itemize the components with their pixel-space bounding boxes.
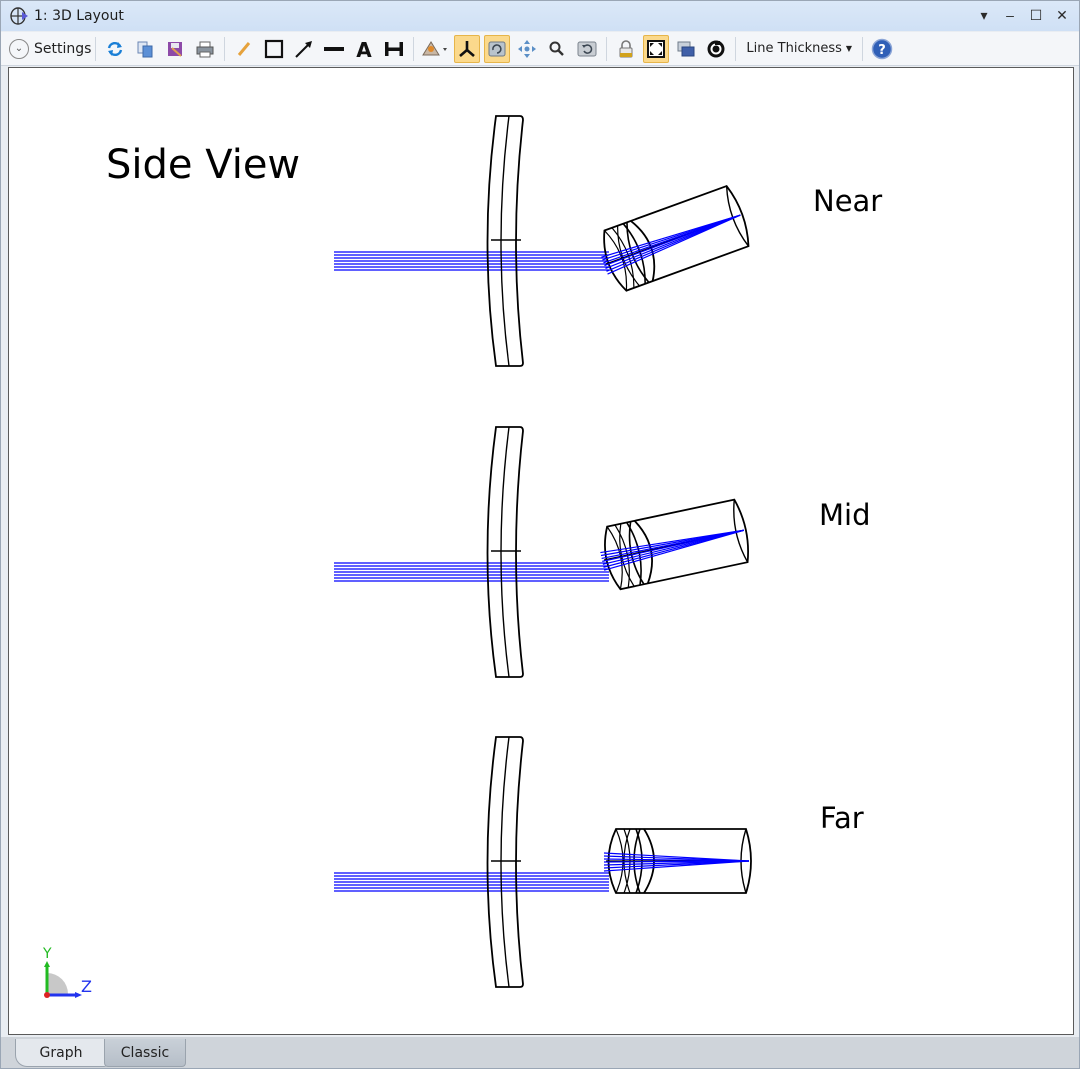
toolbar-separator (224, 36, 226, 61)
close-icon[interactable]: ✕ (1056, 6, 1068, 23)
reset-view-icon (577, 41, 597, 56)
z-axis-label: Z (81, 977, 92, 996)
view-label: Side View (106, 142, 301, 188)
rectangle-icon (265, 39, 284, 58)
svg-text:?: ? (878, 43, 886, 58)
config-label-near: Near (813, 184, 883, 218)
save-button[interactable] (162, 35, 188, 63)
svg-text:A: A (357, 39, 373, 59)
refresh-icon (108, 41, 123, 56)
pan-button[interactable] (514, 35, 540, 63)
toolbar-separator (606, 36, 608, 61)
lock-icon (619, 39, 633, 57)
config-near-drawing (333, 115, 755, 367)
target-button[interactable] (703, 35, 729, 63)
settings-label: Settings (34, 40, 92, 57)
print-button[interactable] (192, 35, 218, 63)
settings-button[interactable]: ⌄ Settings (9, 38, 92, 59)
config-label-mid: Mid (819, 498, 871, 532)
chevron-down-icon: ⌄ (9, 38, 29, 59)
help-button[interactable]: ? (869, 35, 895, 63)
config-mid-drawing (333, 426, 754, 678)
toolbar-separator (862, 36, 864, 61)
pencil-icon (238, 41, 251, 56)
copy-icon (137, 41, 153, 57)
copy-button[interactable] (132, 35, 158, 63)
dimension-icon (385, 41, 404, 56)
arrow-button[interactable] (291, 35, 317, 63)
y-axis-label: Y (42, 946, 52, 962)
text-icon: A (357, 39, 373, 59)
line-icon (324, 46, 345, 51)
toolbar-separator (95, 36, 97, 61)
text-button[interactable]: A (351, 35, 377, 63)
dimension-button[interactable] (381, 35, 407, 63)
print-icon (196, 41, 214, 57)
zoom-icon (549, 41, 565, 56)
layout-canvas[interactable]: Side View Near Mid Far (8, 67, 1074, 1035)
toolbar-separator (735, 36, 737, 61)
minimize-icon[interactable]: – (1006, 7, 1014, 23)
rotate-view-dropdown[interactable] (420, 35, 450, 63)
toolbar-separator (413, 36, 415, 61)
window-menu-dropdown-icon[interactable]: ▾ (980, 6, 988, 23)
rotate-button[interactable] (484, 34, 511, 63)
window-title: 1: 3D Layout (34, 8, 124, 24)
rotate-view-icon (422, 40, 448, 55)
axes-icon (459, 40, 476, 57)
toolbar: ⌄ Settings A (1, 32, 1079, 66)
view-tabs: Graph Classic (1, 1037, 1079, 1068)
config-label-far: Far (820, 801, 864, 835)
reset-view-button[interactable] (574, 35, 600, 63)
optical-layout-drawing: Y Z (42, 115, 755, 998)
arrow-icon (295, 40, 313, 58)
config-far-drawing (333, 736, 752, 988)
window-button[interactable] (673, 35, 699, 63)
line-button[interactable] (321, 35, 347, 63)
axes-button[interactable] (454, 34, 481, 63)
title-bar: 1: 3D Layout ▾ – ☐ ✕ (1, 1, 1079, 31)
target-icon (707, 40, 725, 57)
refresh-button[interactable] (102, 35, 128, 63)
pan-icon (518, 39, 537, 58)
line-thickness-label: Line Thickness (746, 41, 842, 56)
help-icon: ? (871, 38, 893, 59)
window-icon (677, 41, 695, 56)
caret-down-icon: ▼ (845, 44, 853, 53)
rectangle-button[interactable] (261, 35, 287, 63)
maximize-icon[interactable]: ☐ (1029, 6, 1043, 23)
rotate-icon (488, 41, 506, 56)
pencil-button[interactable] (231, 35, 257, 63)
fit-icon (647, 39, 666, 58)
tab-graph[interactable]: Graph (15, 1039, 107, 1067)
fit-button[interactable] (643, 34, 670, 63)
tab-classic[interactable]: Classic (104, 1039, 186, 1067)
line-thickness-dropdown[interactable]: Line Thickness ▼ (740, 41, 858, 56)
axis-triad: Y Z (42, 946, 92, 998)
layout-app-icon (10, 7, 28, 25)
zoom-button[interactable] (544, 35, 570, 63)
save-icon (168, 41, 183, 57)
lock-button[interactable] (613, 35, 639, 63)
